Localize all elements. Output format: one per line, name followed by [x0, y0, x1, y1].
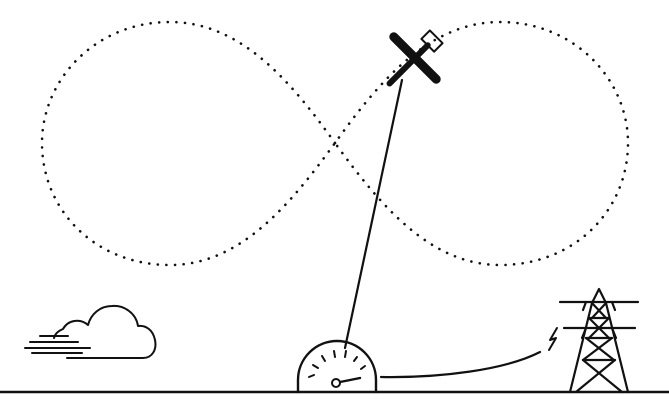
power-cable: [379, 350, 542, 379]
wind-cloud-icon: [24, 304, 157, 359]
figure-eight-flight-path: [40, 20, 630, 267]
power-pylon-icon: [558, 287, 640, 394]
gauge-icon: [296, 339, 378, 394]
kite-aircraft-icon: [386, 29, 444, 87]
lightning-icon: [548, 327, 558, 351]
tether-line: [343, 78, 404, 350]
